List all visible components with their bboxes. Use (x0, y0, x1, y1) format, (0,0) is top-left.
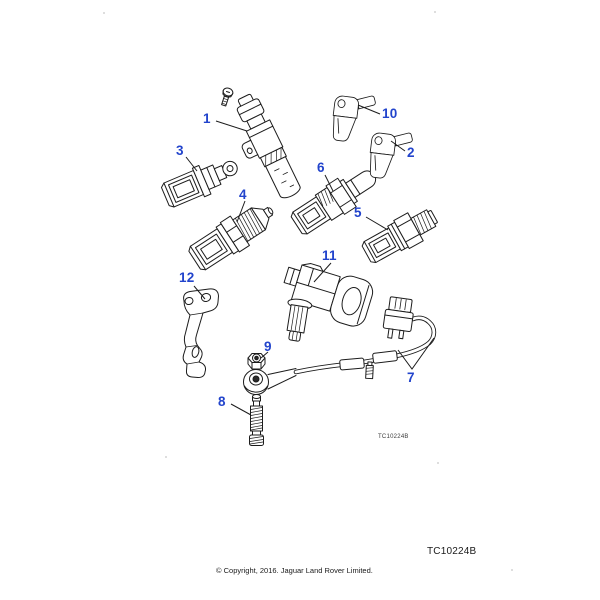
harness-connector (382, 296, 414, 340)
harness-stud (365, 361, 374, 380)
part-5-pressure-switch-drawing (361, 209, 438, 263)
callout-11[interactable]: 11 (322, 248, 337, 263)
callout-2[interactable]: 2 (407, 145, 415, 160)
part-10-cam-sensor-drawing (329, 90, 378, 145)
leader-line-5 (365, 216, 389, 231)
part-3-sensor-drawing (160, 160, 238, 208)
part-1-bolt-drawing (221, 87, 234, 107)
leader-line-6 (324, 174, 334, 192)
stray-marks (103, 11, 513, 571)
leader-line-9 (260, 351, 269, 359)
leader-line-11 (313, 262, 332, 283)
callout-4[interactable]: 4 (239, 187, 247, 202)
drawing-code: TC10224B (427, 546, 477, 557)
leader-line-2 (390, 140, 406, 152)
copyright-text: © Copyright, 2016. Jaguar Land Rover Lim… (216, 566, 373, 575)
callout-8[interactable]: 8 (218, 394, 226, 409)
callout-1[interactable]: 1 (203, 111, 211, 126)
callout-7[interactable]: 7 (407, 370, 415, 385)
part-9-nut-drawing (247, 353, 266, 370)
callout-9[interactable]: 9 (264, 339, 272, 354)
part-4-temp-sensor-drawing (188, 206, 274, 271)
part-11-sensor-drawing (283, 263, 374, 327)
leader-line-8 (230, 403, 252, 416)
leader-line-10 (357, 104, 381, 115)
callout-12[interactable]: 12 (179, 270, 195, 285)
part-1-vvt-solenoid-drawing (236, 93, 301, 199)
leader-lines (185, 104, 435, 416)
leader-line-12 (193, 285, 206, 300)
part-8-stud-drawing (249, 394, 264, 446)
part-12-bracket-drawing (182, 288, 219, 378)
callout-10[interactable]: 10 (382, 106, 398, 121)
part-6-temp-sensor-drawing (290, 170, 377, 235)
leader-line-7 (397, 337, 435, 370)
part-11-probe-drawing (286, 298, 313, 342)
diagram-code-inline: TC10224B (378, 434, 409, 440)
leader-line-1 (215, 120, 248, 132)
part-7-knock-sensor-link-drawing (243, 296, 437, 395)
callout-6[interactable]: 6 (317, 160, 325, 175)
callout-5[interactable]: 5 (354, 205, 362, 220)
leader-line-4 (236, 200, 246, 223)
callout-3[interactable]: 3 (176, 143, 184, 158)
leader-line-3 (185, 156, 198, 172)
